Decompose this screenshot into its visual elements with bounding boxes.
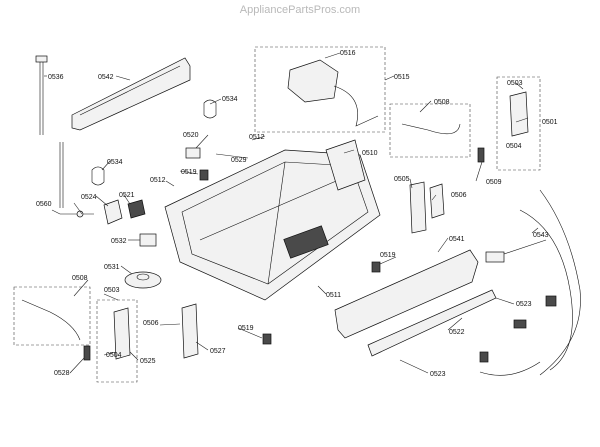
part-0519-screws	[199, 169, 381, 345]
part-0534-clip-a	[203, 99, 217, 119]
label-0543: 0543	[533, 232, 549, 239]
label-0536: 0536	[48, 74, 64, 81]
part-0505-bracket	[409, 181, 445, 234]
part-0508-sensor-bottom	[21, 299, 81, 341]
label-0520: 0520	[183, 132, 199, 139]
label-0519-b: 0519	[380, 252, 396, 259]
part-0525-bracket	[113, 307, 131, 360]
part-0534-clip-b	[91, 166, 105, 186]
label-0511: 0511	[326, 292, 341, 299]
label-0528: 0528	[54, 370, 70, 377]
part-0536-rod	[35, 55, 48, 135]
group-box-left-sensor	[13, 286, 91, 346]
label-0512-b: 0512	[150, 177, 166, 184]
label-0516: 0516	[340, 50, 356, 57]
label-0503-b: 0503	[104, 287, 120, 294]
part-base-tub	[164, 149, 381, 301]
part-0531-disc	[124, 271, 162, 289]
part-0520-valve	[185, 147, 201, 159]
label-0505: 0505	[394, 176, 410, 183]
label-0510: 0510	[362, 150, 378, 157]
label-0534-b: 0534	[107, 159, 123, 166]
label-0509: 0509	[486, 179, 502, 186]
part-0509-clip	[477, 147, 485, 163]
part-0543-wire-harness	[479, 189, 581, 376]
label-0542: 0542	[98, 74, 114, 81]
part-0501-bracket	[509, 91, 529, 137]
part-0527-bracket	[181, 303, 199, 359]
part-0528-clip	[83, 345, 91, 361]
label-0515: 0515	[394, 74, 410, 81]
part-0510-block	[325, 139, 366, 191]
label-0525: 0525	[140, 358, 156, 365]
part-0542-panel	[71, 57, 191, 131]
label-0501: 0501	[542, 119, 558, 126]
label-0532: 0532	[111, 238, 127, 245]
watermark: AppliancePartsPros.com	[239, 4, 361, 16]
part-0560-bar	[59, 142, 94, 218]
label-0527: 0527	[210, 348, 226, 355]
label-0529: 0529	[231, 157, 247, 164]
label-0506-b: 0506	[143, 320, 159, 327]
label-0523-a: 0523	[516, 301, 532, 308]
group-box-left-bracket	[96, 299, 138, 383]
part-0541-panel	[334, 249, 479, 339]
label-0531: 0531	[104, 264, 120, 271]
label-0521: 0521	[119, 192, 135, 199]
leader-lines	[44, 52, 539, 374]
label-0519-a: 0519	[181, 169, 197, 176]
label-0560: 0560	[36, 201, 52, 208]
label-0504-a: 0504	[506, 143, 522, 150]
part-0508-sensor-top	[401, 123, 461, 135]
group-box-pump	[254, 46, 386, 133]
label-0508-a: 0508	[434, 99, 450, 106]
label-0523-b: 0523	[430, 371, 446, 378]
part-0532-connector	[139, 233, 157, 247]
label-0524: 0524	[81, 194, 97, 201]
label-0541: 0541	[449, 236, 465, 243]
part-0524-0521-bracket	[103, 199, 146, 225]
label-0503-a: 0503	[507, 80, 523, 87]
label-0508-b: 0508	[72, 275, 88, 282]
label-0519-c: 0519	[238, 325, 254, 332]
label-0506-a: 0506	[451, 192, 467, 199]
label-0504-b: 0504	[106, 352, 122, 359]
part-0516-pump	[287, 59, 379, 127]
label-0512-a: 0512	[249, 134, 265, 141]
label-0522: 0522	[449, 329, 465, 336]
group-box-sensor	[389, 103, 471, 158]
label-0534-a: 0534	[222, 96, 238, 103]
group-box-right-bracket	[496, 76, 541, 171]
